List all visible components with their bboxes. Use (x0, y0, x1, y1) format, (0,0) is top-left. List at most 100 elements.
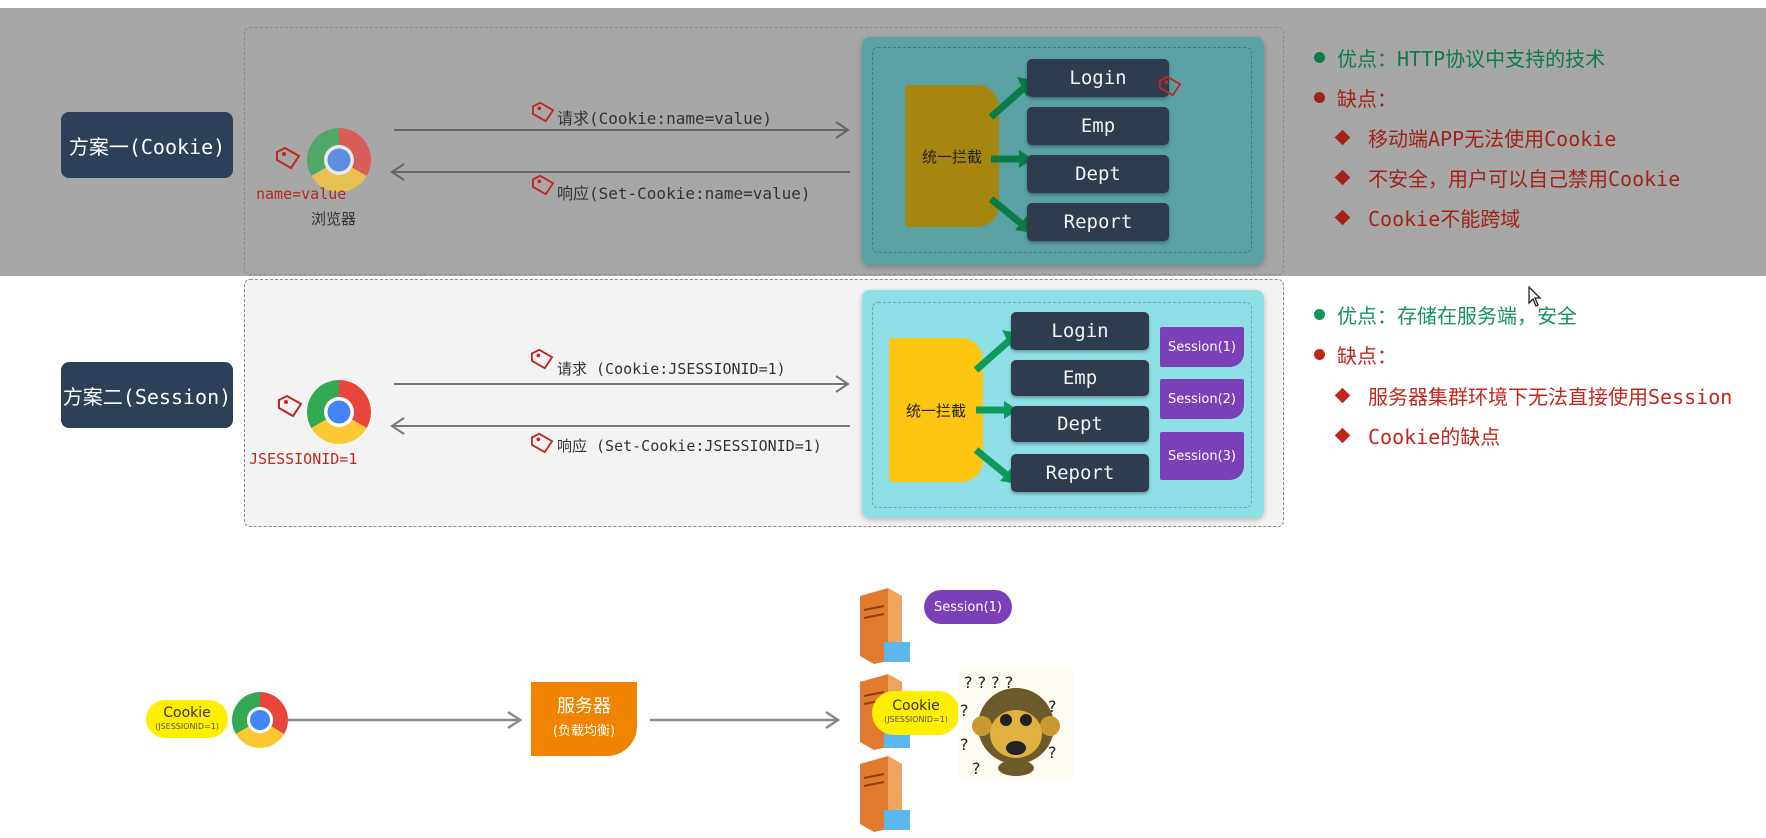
scheme2-session-3: Session(3) (1160, 432, 1244, 480)
scheme1-cons-label: 缺点： (1337, 87, 1397, 111)
scheme1-request-tag-icon (531, 101, 555, 127)
scheme2-cons-label: 缺点： (1337, 344, 1397, 368)
svg-text:?: ? (960, 735, 969, 754)
svg-text:?: ? (1048, 743, 1057, 762)
scheme2-con-text-2: Cookie的缺点 (1368, 425, 1501, 449)
cluster-cookie-title: Cookie (163, 705, 211, 721)
cluster-cookie-bubble: Cookie (JSESSIONID=1) (146, 700, 228, 738)
scheme2-cookie-value: JSESSIONID=1 (249, 450, 358, 468)
scheme1-response-label: 响应(Set-Cookie:name=value) (557, 180, 811, 204)
scheme2-label: 方案二(Session) (61, 362, 233, 428)
scheme2-con-text-1: 服务器集群环境下无法直接使用Session (1368, 385, 1733, 409)
scheme1-con-item-2: 不安全，用户可以自己禁用Cookie (1334, 163, 1681, 192)
scheme1-request-text: 请求(Cookie:name=value) (557, 109, 773, 128)
scheme1-cookie-value: name=value (256, 185, 347, 203)
scheme2-response-label: 响应 (Set-Cookie:JSESSIONID=1) (557, 435, 822, 456)
scheme2-arrows (390, 375, 850, 435)
scheme1-con-diamond-3 (1334, 209, 1351, 226)
scheme1-endpoint-dept: Dept (1027, 155, 1169, 193)
scheme1-label: 方案一(Cookie) (61, 112, 233, 178)
scheme1-interceptor: 统一拦截 (905, 85, 999, 227)
scheme1-con-text-1: 移动端APP无法使用Cookie (1368, 127, 1617, 151)
confused-monkey-icon: ? ? ? ? ? ? ? ? ? (958, 668, 1074, 784)
scheme2-label-text: 方案二(Session) (62, 384, 232, 409)
scheme1-endpoint-login-text: Login (1069, 67, 1127, 89)
cluster-lb-title: 服务器 (557, 696, 611, 717)
svg-text:?: ? (960, 701, 969, 720)
scheme2-session-3-text: Session(3) (1167, 448, 1236, 464)
scheme2-tag-icon (277, 394, 303, 422)
scheme2-pros-prefix: 优点： (1337, 304, 1397, 328)
scheme2-endpoint-report: Report (1011, 454, 1149, 492)
cluster-session-pill-text: Session(1) (933, 599, 1002, 615)
cluster-arrow-2 (650, 710, 841, 730)
scheme1-response-text: 响应(Set-Cookie:name=value) (557, 184, 811, 203)
scheme1-con-item-1: 移动端APP无法使用Cookie (1334, 123, 1617, 152)
scheme2-con-item-1: 服务器集群环境下无法直接使用Session (1334, 381, 1733, 410)
scheme2-endpoint-emp-text: Emp (1062, 367, 1098, 389)
scheme2-cons-bullet (1314, 349, 1325, 360)
cluster-cookie-sub: (JSESSIONID=1) (155, 722, 219, 731)
scheme1-con-text-2: 不安全，用户可以自己禁用Cookie (1368, 167, 1681, 191)
svg-text:? ? ? ?: ? ? ? ? (964, 673, 1013, 692)
scheme2-interceptor-text: 统一拦截 (905, 401, 966, 420)
scheme2-session-1: Session(1) (1160, 327, 1244, 367)
scheme2-endpoint-report-text: Report (1045, 462, 1115, 484)
scheme1-pros-text: HTTP协议中支持的技术 (1397, 47, 1606, 71)
scheme1-con-diamond-2 (1334, 169, 1351, 186)
scheme2-response-text: 响应 (Set-Cookie:JSESSIONID=1) (557, 437, 822, 455)
scheme2-endpoint-emp: Emp (1011, 360, 1149, 396)
scheme2-endpoint-dept: Dept (1011, 406, 1149, 442)
scheme1-con-diamond-1 (1334, 129, 1351, 146)
scheme2-response-tag-icon (530, 432, 554, 458)
scheme2-pros-row: 优点： 存储在服务端，安全 (1314, 300, 1577, 329)
scheme2-con-diamond-1 (1334, 387, 1351, 404)
cluster-cookie2-title: Cookie (892, 698, 940, 714)
scheme2-request-label: 请求 (Cookie:JSESSIONID=1) (557, 358, 786, 379)
scheme1-endpoint-login: Login (1027, 59, 1169, 97)
scheme1-pros-prefix: 优点： (1337, 47, 1397, 71)
server-tower-1-icon (856, 586, 912, 668)
scheme1-response-tag-icon (531, 174, 555, 200)
scheme2-request-text: 请求 (Cookie:JSESSIONID=1) (557, 360, 786, 378)
scheme1-endpoint-report: Report (1027, 203, 1169, 241)
scheme2-interceptor: 统一拦截 (889, 338, 983, 482)
cluster-cookie2-sub: (JSESSIONID=1) (884, 715, 948, 724)
cluster-browser-chrome-icon (232, 692, 288, 748)
scheme1-con-item-3: Cookie不能跨域 (1334, 203, 1521, 232)
scheme1-browser-chrome-icon (307, 128, 371, 192)
scheme1-tag-icon (275, 146, 301, 174)
cluster-arrow-1 (288, 710, 523, 730)
scheme2-endpoint-login: Login (1011, 312, 1149, 350)
scheme2-browser-chrome-icon (307, 380, 371, 444)
cluster-load-balancer: 服务器 (负载均衡) (531, 682, 637, 756)
scheme1-interceptor-text: 统一拦截 (921, 147, 982, 166)
server-tower-3-icon (856, 754, 912, 836)
scheme2-con-diamond-2 (1334, 427, 1351, 444)
scheme2-endpoint-dept-text: Dept (1057, 413, 1103, 435)
scheme2-request-tag-icon (530, 348, 554, 374)
scheme2-session-2-text: Session(2) (1167, 391, 1236, 407)
scheme1-endpoint-dept-text: Dept (1075, 163, 1121, 185)
scheme1-endpoint-emp: Emp (1027, 107, 1169, 145)
scheme1-cons-row: 缺点： (1314, 83, 1397, 112)
scheme1-request-label: 请求(Cookie:name=value) (557, 105, 772, 129)
scheme2-session-1-text: Session(1) (1167, 339, 1236, 355)
scheme2-pros-text: 存储在服务端，安全 (1397, 304, 1577, 328)
scheme2-session-2: Session(2) (1160, 379, 1244, 419)
scheme1-con-text-3: Cookie不能跨域 (1368, 207, 1521, 231)
scheme1-server-inner (872, 47, 1252, 253)
scheme2-con-item-2: Cookie的缺点 (1334, 421, 1501, 450)
scheme2-cons-row: 缺点： (1314, 340, 1397, 369)
scheme1-endpoint-report-text: Report (1063, 211, 1133, 233)
cluster-cookie-bubble-2: Cookie (JSESSIONID=1) (872, 691, 960, 735)
scheme2-pros-bullet (1314, 309, 1325, 320)
scheme1-cons-bullet (1314, 92, 1325, 103)
scheme1-arrows (390, 121, 850, 181)
scheme1-pros-row: 优点： HTTP协议中支持的技术 (1314, 43, 1605, 72)
svg-text:?: ? (972, 759, 981, 778)
scheme1-flow-box (244, 27, 1284, 275)
scheme1-label-text: 方案一(Cookie) (68, 134, 226, 159)
scheme2-server-inner (872, 302, 1252, 508)
scheme1-login-tag-icon (1158, 75, 1182, 101)
